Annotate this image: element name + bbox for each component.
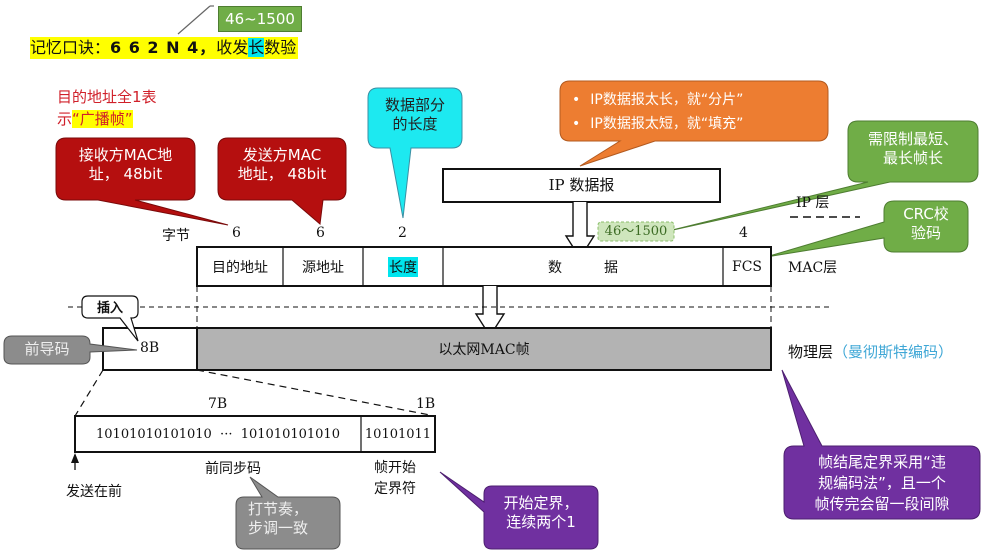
crc-callout-line2: 验码 [910,223,941,242]
sfd-label: 帧开始 定界符 [374,458,416,500]
end-delim-callout-line1: 帧结尾定界采用“违 [818,453,946,471]
mnemonic-highlight: 长 [248,38,265,57]
broadcast-note-highlight: “广播帧” [72,110,133,128]
sfd-label-line2: 定界符 [374,481,416,497]
end-delim-callout-line3: 帧传完会留一段间隙 [814,495,950,513]
field-fcs: FCS [723,247,771,286]
field-dest-address-label: 目的地址 [212,259,268,276]
physical-layer-text: 物理层 [788,343,834,361]
preamble-callout-shape [3,335,138,365]
data-range-box [597,221,675,242]
length-callout-line2: 的长度 [392,114,438,133]
range-tag-text: 46~1500 [225,10,295,28]
ip-size-callout-line1: IP数据报太长，就“分片” [590,92,744,108]
insert-callout: 插入 [96,301,123,316]
ethernet-frame-label-cell: 以太网MAC帧 [197,328,771,370]
frame-limit-callout-line1: 需限制最短、 [867,130,958,148]
end-delim-callout-line2: 规编码法”，且一个 [818,474,946,492]
crc-callout-shape [765,200,969,258]
encoding-note: （曼彻斯特编码） [833,343,954,361]
length-callout-shape [367,87,463,219]
mnemonic-line: 记忆口诀：6 6 2 N 4，收发长数验 [30,37,299,59]
ip-size-callout: •IP数据报太长，就“分片” •IP数据报太短，就“填充” [572,92,744,132]
data-range-label: 46～1500 [604,224,668,239]
broadcast-note: 目的地址全1表 示“广播帧” [57,86,157,130]
ip-datagram-label: IP 数据报 [548,176,615,194]
sfd-bits-cell: 10101011 [361,416,435,452]
ethernet-frame-box [196,327,772,371]
field-length-label: 长度 [388,256,418,277]
start-delim-callout-shape [439,471,599,550]
mnemonic-suffix-1: 收发 [216,38,249,57]
field-src-address-label: 源地址 [302,259,344,276]
dest-mac-callout-line1: 接收方MAC地 [78,146,173,164]
mnemonic-digits: 6 6 2 N 4， [110,38,217,57]
bytes-label: 字节 [162,228,190,244]
sync-bits-cell: 10101010101010 ··· 101010101010 [75,416,361,452]
rhythm-callout: 打节奏， 步调一致 [236,500,348,538]
src-mac-callout-line2: 地址， 48bit [237,164,327,183]
mac-frame-box [196,246,772,287]
mac-layer-label: MAC层 [788,260,838,276]
sfd-size-label: 1B [416,396,436,412]
broadcast-note-line1: 目的地址全1表 [57,88,157,106]
frame-limit-callout: 需限制最短、 最长帧长 [848,130,978,168]
field-data-label: 数 据 [548,259,618,276]
field-length: 长度 [363,247,443,286]
frame-limit-callout-line2: 最长帧长 [882,148,943,167]
src-mac-callout-line1: 发送方MAC [242,146,322,164]
frame-limit-callout-shape [663,120,979,233]
field-bytes-src: 6 [316,225,325,241]
length-callout: 数据部分 的长度 [368,96,462,134]
field-fcs-label: FCS [731,258,763,275]
ip-size-callout-shape [559,80,829,167]
physical-layer-label: 物理层（曼彻斯特编码） [788,341,953,362]
end-delim-callout-shape [781,369,981,520]
broadcast-note-prefix: 示 [57,110,73,128]
field-dest-address: 目的地址 [197,247,283,286]
sync-size-label: 7B [208,396,228,412]
src-mac-callout: 发送方MAC 地址， 48bit [218,146,346,184]
start-delim-callout-line1: 开始定界， [503,494,579,512]
rhythm-callout-line1: 打节奏， [248,500,309,518]
rhythm-callout-line2: 步调一致 [248,518,309,537]
field-bytes-fcs: 4 [739,225,748,241]
dest-mac-callout: 接收方MAC地 址， 48bit [56,146,195,184]
field-bytes-length: 2 [398,225,407,241]
start-delim-callout: 开始定界， 连续两个1 [484,494,598,532]
preamble-size-label: 8B [140,340,160,356]
mnemonic-prefix: 记忆口诀： [30,38,111,57]
dest-mac-callout-shape [55,137,229,226]
range-tag: 46~1500 [218,6,302,32]
field-bytes-dest: 6 [232,225,241,241]
send-first-label: 发送在前 [66,484,122,500]
field-data: 数 据 [443,247,723,286]
ethernet-frame-label: 以太网MAC帧 [438,342,530,358]
rhythm-callout-shape [235,476,341,550]
ip-size-callout-line2: IP数据报太短，就“填充” [590,116,744,132]
range-tag-leader [177,5,211,35]
sync-bits: 10101010101010 ··· 101010101010 [96,426,340,442]
insert-callout-shape [81,295,139,342]
src-mac-callout-shape [217,137,347,225]
ip-layer-label: IP 层 [796,195,830,211]
preamble-detail-box [74,415,436,453]
start-delim-callout-line2: 连续两个1 [506,512,576,531]
sfd-bits: 10101011 [364,426,432,442]
preamble-callout: 前导码 [24,340,70,358]
field-src-address: 源地址 [283,247,363,286]
length-callout-line1: 数据部分 [384,96,445,114]
dest-mac-callout-line2: 址， 48bit [88,164,163,183]
mnemonic-suffix-2: 数验 [264,38,297,57]
crc-callout: CRC校 验码 [884,205,968,243]
end-delim-callout: 帧结尾定界采用“违 规编码法”，且一个 帧传完会留一段间隙 [784,452,980,515]
sync-label: 前同步码 [205,461,261,477]
sfd-label-line1: 帧开始 [374,460,416,476]
crc-callout-line1: CRC校 [903,205,949,223]
